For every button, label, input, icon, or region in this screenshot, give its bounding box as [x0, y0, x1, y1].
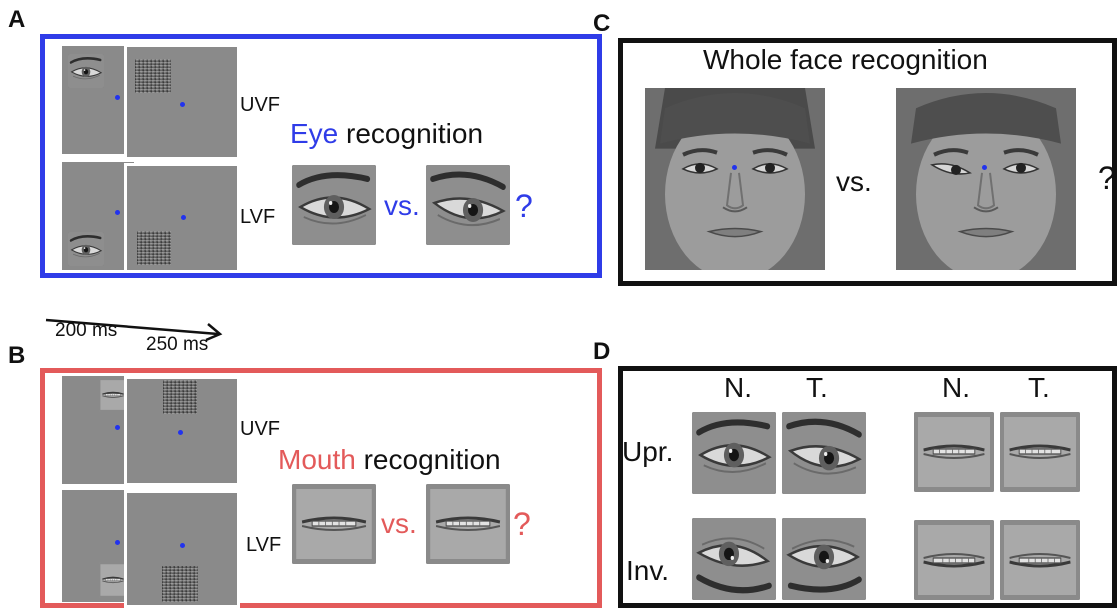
- panel-d-box: [618, 366, 1117, 608]
- fixation-dot: [115, 210, 120, 215]
- vs-label: vs.: [381, 508, 417, 539]
- lvf-eye-thumbnail: [68, 232, 104, 266]
- uvf-eye-thumbnail: [68, 54, 104, 88]
- face-transformed: [896, 88, 1076, 270]
- whole-face-title: Whole face recognition: [703, 44, 988, 75]
- mouth-upright-natural: [914, 412, 994, 492]
- mouth-stimulus-transformed: [426, 484, 510, 564]
- eye-upright-natural: [692, 412, 776, 494]
- uvf-noise-mask: [163, 380, 197, 414]
- question-mark: ?: [515, 188, 533, 224]
- title-rest: recognition: [363, 444, 501, 475]
- panel-b-box: [40, 368, 602, 608]
- col-header-t: T.: [1028, 372, 1050, 403]
- panel-a-box: [40, 34, 602, 278]
- panel-d-letter: D: [593, 338, 611, 365]
- eye-upright-transformed: [782, 412, 866, 494]
- fixation-dot: [115, 95, 120, 100]
- lvf-noise-mask: [162, 566, 198, 602]
- timing-200ms: 200 ms: [55, 320, 118, 341]
- mouth-upright-transformed: [1000, 412, 1080, 492]
- vs-label: vs.: [384, 190, 420, 221]
- eye-inverted-transformed: [782, 518, 866, 600]
- lvf-label: LVF: [246, 534, 282, 556]
- mouth-stimulus-natural: [292, 484, 376, 564]
- question-mark: ?: [513, 506, 531, 542]
- fixation-dot: [181, 215, 186, 220]
- vs-label: vs.: [836, 166, 872, 197]
- fixation-dot: [115, 425, 120, 430]
- panel-b-letter: B: [8, 342, 26, 369]
- mouth-recognition-title: Mouth recognition: [278, 444, 501, 476]
- face-natural: [645, 88, 825, 270]
- fixation-dot: [178, 430, 183, 435]
- timing-250ms: 250 ms: [146, 334, 209, 355]
- uvf-mouth-thumbnail: [99, 378, 127, 412]
- eye-stimulus-transformed: [426, 165, 510, 245]
- lvf-noise-mask: [137, 231, 171, 265]
- uvf-label: UVF: [240, 418, 280, 440]
- panel-a-letter: A: [8, 6, 26, 33]
- uvf-label: UVF: [240, 94, 280, 116]
- col-header-t: T.: [806, 372, 828, 403]
- title-accent-eye: Eye: [290, 118, 339, 149]
- fixation-dot: [180, 102, 185, 107]
- eye-stimulus-natural: [292, 165, 376, 245]
- uvf-noise-mask: [135, 59, 171, 93]
- col-header-n: N.: [724, 372, 752, 403]
- title-rest: recognition: [346, 118, 484, 149]
- question-mark: ?: [1098, 160, 1116, 196]
- mouth-inverted-transformed: [1000, 520, 1080, 600]
- panel-c-box: [618, 38, 1117, 286]
- lvf-label: LVF: [240, 206, 276, 228]
- panel-c-letter: C: [593, 10, 611, 37]
- fixation-dot: [115, 540, 120, 545]
- lvf-mouth-thumbnail: [99, 562, 127, 598]
- eye-recognition-title: Eye recognition: [290, 118, 483, 150]
- title-accent-mouth: Mouth: [278, 444, 356, 475]
- eye-inverted-natural: [692, 518, 776, 600]
- fixation-dot: [180, 543, 185, 548]
- row-label-inverted: Inv.: [626, 555, 670, 586]
- row-label-upright: Upr.: [622, 436, 674, 467]
- fixation-dot: [982, 165, 987, 170]
- mouth-inverted-natural: [914, 520, 994, 600]
- col-header-n: N.: [942, 372, 970, 403]
- timing-arrow: [45, 318, 223, 342]
- fixation-dot: [732, 165, 737, 170]
